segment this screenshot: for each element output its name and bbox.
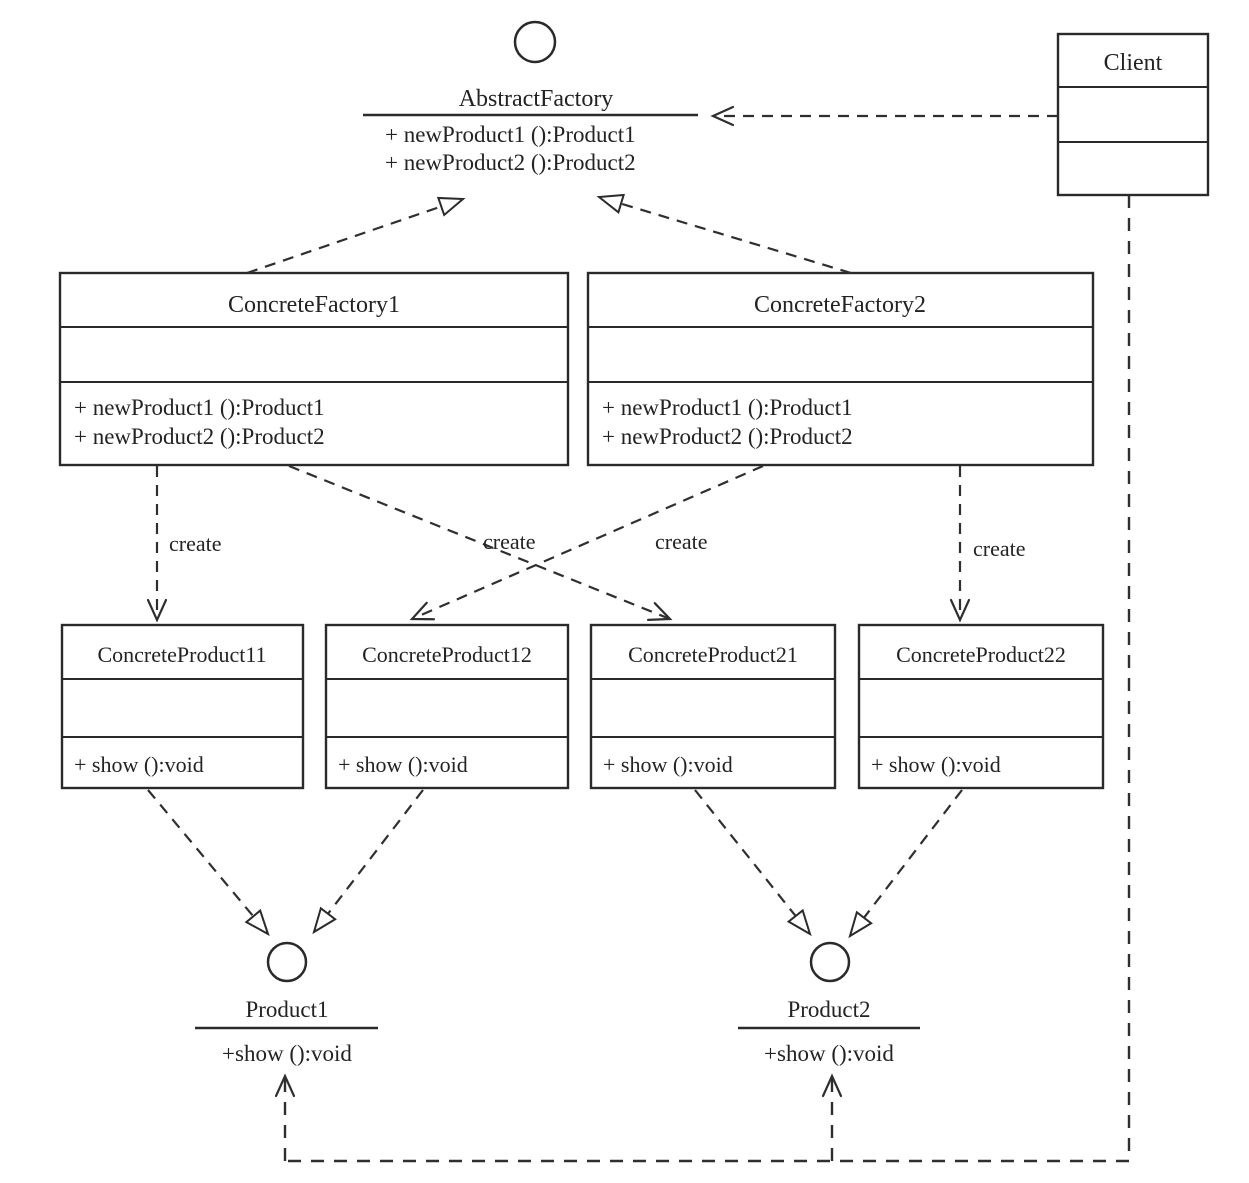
product2-name: Product2 <box>787 997 870 1022</box>
concrete-factory2-name: ConcreteFactory2 <box>754 292 926 318</box>
product1-name: Product1 <box>245 997 328 1022</box>
abstract-factory-method: + newProduct2 ():Product2 <box>385 150 636 175</box>
product1-interface: Product1 +show ():void <box>195 941 378 1066</box>
client-to-products-dependency <box>274 195 1131 1163</box>
abstract-factory-method: + newProduct1 ():Product1 <box>385 122 636 147</box>
concrete-product21-class: ConcreteProduct21 + show ():void <box>589 623 837 790</box>
concrete-factory1-class: ConcreteFactory1 + newProduct1 ():Produc… <box>58 271 570 467</box>
realization-product21-to-product2 <box>694 789 812 937</box>
concrete-factory1-method: + newProduct1 ():Product1 <box>74 395 325 420</box>
concrete-product22-box <box>857 623 1105 790</box>
concrete-product11-box <box>60 623 305 790</box>
concrete-product22-name: ConcreteProduct22 <box>896 642 1066 667</box>
concrete-factory2-method: + newProduct1 ():Product1 <box>602 395 853 420</box>
create-arrow-factory2-to-product12 <box>409 464 764 621</box>
client-box <box>1056 32 1210 197</box>
create-label: create <box>169 531 222 556</box>
concrete-factory2-box <box>586 271 1095 467</box>
concrete-product11-method: + show ():void <box>74 752 204 777</box>
abstract-factory-interface: AbstractFactory + newProduct1 ():Product… <box>363 20 698 175</box>
client-class: Client <box>1056 32 1210 197</box>
concrete-factory2-method: + newProduct2 ():Product2 <box>602 424 853 449</box>
create-label: create <box>655 529 708 554</box>
concrete-factory1-method: + newProduct2 ():Product2 <box>74 424 325 449</box>
concrete-product11-class: ConcreteProduct11 + show ():void <box>60 623 305 790</box>
generalization-factory1-to-abstractfactory <box>246 196 466 275</box>
product2-interface: Product2 +show ():void <box>738 941 920 1066</box>
concrete-product21-box <box>589 623 837 790</box>
concrete-product12-name: ConcreteProduct12 <box>362 642 532 667</box>
concrete-product21-method: + show ():void <box>603 752 733 777</box>
interface-circle-icon <box>809 941 851 983</box>
concrete-product12-class: ConcreteProduct12 + show ():void <box>324 623 570 790</box>
product1-method: +show ():void <box>222 1041 352 1066</box>
interface-circle-icon <box>266 941 308 983</box>
concrete-factory2-class: ConcreteFactory2 + newProduct1 ():Produc… <box>586 271 1095 467</box>
generalization-factory2-to-abstractfactory <box>596 193 852 275</box>
create-edges: create create create create <box>146 464 1026 623</box>
realization-product22-to-product2 <box>848 789 963 939</box>
interface-circle-icon <box>513 20 557 64</box>
concrete-product12-method: + show ():void <box>338 752 468 777</box>
concrete-product22-class: ConcreteProduct22 + show ():void <box>857 623 1105 790</box>
product2-method: +show ():void <box>764 1041 894 1066</box>
concrete-product21-name: ConcreteProduct21 <box>628 642 798 667</box>
create-label: create <box>973 536 1026 561</box>
create-label: create <box>483 529 536 554</box>
concrete-product11-name: ConcreteProduct11 <box>97 642 266 667</box>
abstract-factory-name: AbstractFactory <box>459 86 614 112</box>
concrete-product22-method: + show ():void <box>871 752 1001 777</box>
realization-product12-to-product1 <box>312 789 424 935</box>
client-name: Client <box>1104 50 1163 76</box>
create-arrow-factory1-to-product21 <box>288 464 673 621</box>
realization-product11-to-product1 <box>147 789 270 937</box>
concrete-factory1-box <box>58 271 570 467</box>
concrete-product12-box <box>324 623 570 790</box>
concrete-factory1-name: ConcreteFactory1 <box>228 292 400 318</box>
